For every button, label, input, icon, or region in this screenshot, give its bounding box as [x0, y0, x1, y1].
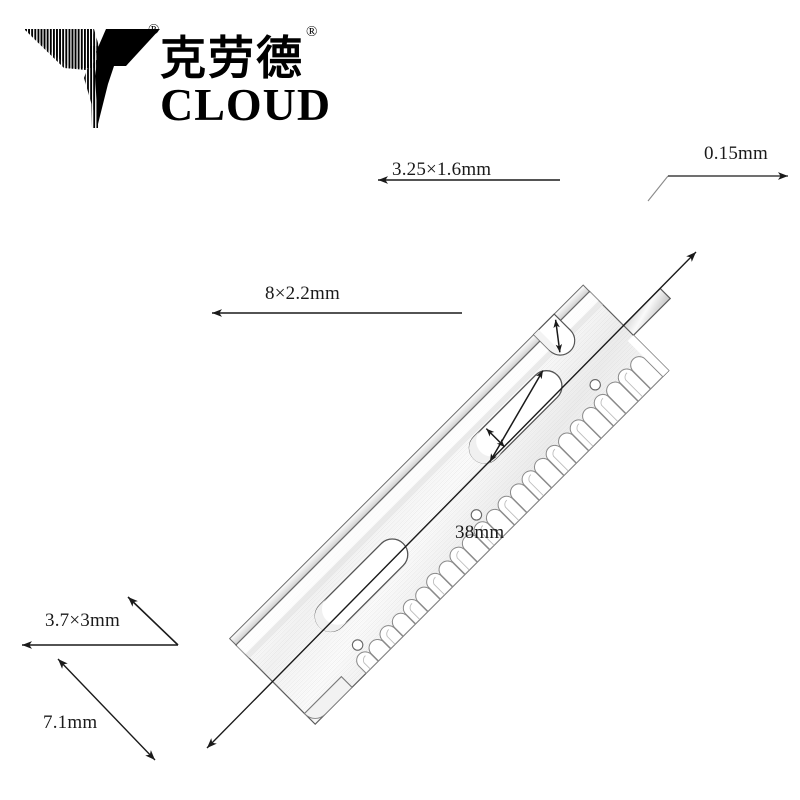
brand-name-english: CLOUD — [160, 79, 332, 130]
dim-label-width: 7.1mm — [43, 712, 98, 733]
dim-label-bottom-notch: 3.7×3mm — [45, 610, 120, 631]
brand-name-chinese: 克劳德 — [160, 31, 304, 85]
dim-label-thickness: 0.15mm — [704, 143, 769, 164]
dim-line-overall-length — [206, 251, 697, 749]
blade-right-step-edge — [622, 287, 671, 337]
dim-label-top-slot: 3.25×1.6mm — [392, 159, 492, 180]
dim-label-overall-length: 38mm — [455, 522, 505, 543]
dim-line-bottom-notch — [22, 596, 179, 649]
logo-registered-mark: ® — [148, 22, 160, 38]
cloud-bird-logo-icon — [22, 16, 162, 134]
dim-line-thickness — [647, 172, 788, 202]
dim-label-main-slot: 8×2.2mm — [265, 283, 340, 304]
dim-line-width — [57, 658, 156, 761]
brand-registered-mark: ® — [306, 24, 318, 40]
